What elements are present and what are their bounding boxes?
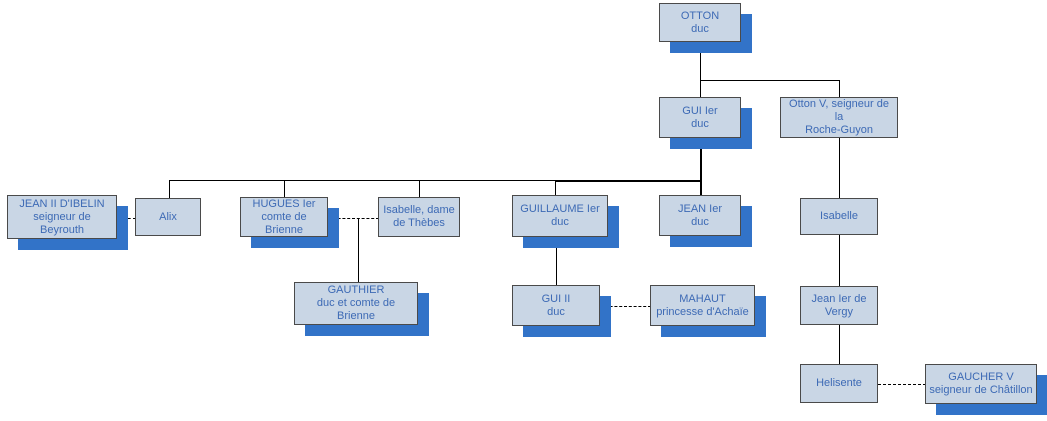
connector-otton-v-to-isabelle [839,138,840,199]
connector-gui-ier-down [700,138,702,196]
connector-otton-down [700,42,701,81]
node-label-otton-v: Otton V, seigneur de la Roche-Guyon [789,98,889,136]
node-label-jean-ii-ibelin: JEAN II D'IBELIN seigneur de Beyrouth [19,197,105,236]
node-isabelle[interactable]: Isabelle [800,198,878,235]
node-label-isabelle: Isabelle [820,210,858,222]
connector-otton-to-gui-ier [700,80,701,98]
node-label-jean-ier-vergy: Jean Ier de Vergy [811,292,867,318]
connector-hugues-marriage-drop [358,218,359,283]
node-hugues-ier[interactable]: HUGUES Ier comte de Brienne [240,197,328,237]
node-label-guillaume-ier: GUILLAUME Ier duc [520,203,600,228]
connector-bus-to-hugues [284,180,285,198]
node-label-gui-ii: GUI II duc [541,292,571,318]
marriage-link-hugues-isabelle [328,218,379,219]
node-label-helisente: Helisente [816,377,862,389]
connector-guillaume-to-gui-ii [556,237,557,286]
node-otton-v[interactable]: Otton V, seigneur de la Roche-Guyon [780,97,898,138]
connector-bus-to-isabelle-thebes [419,180,420,198]
node-label-isabelle-thebes: Isabelle, dame de Thèbes [383,204,455,229]
node-label-otton: OTTON duc [680,9,720,35]
node-jean-ier-vergy[interactable]: Jean Ier de Vergy [800,286,878,325]
node-jean-ier[interactable]: JEAN Ier duc [659,195,741,236]
connector-bus-to-guillaume [555,180,556,196]
connector-bus-to-jean-ier [700,180,701,196]
node-isabelle-thebes[interactable]: Isabelle, dame de Thèbes [378,197,460,237]
node-label-mahaut: MAHAUT princesse d'Achaïe [656,292,749,318]
marriage-link-gui-ii-mahaut [600,306,651,307]
node-gaucher-v[interactable]: GAUCHER V seigneur de Châtillon [925,364,1037,404]
node-jean-ii-ibelin[interactable]: JEAN II D'IBELIN seigneur de Beyrouth [7,195,117,239]
node-label-gauthier: GAUTHIER duc et comte de Brienne [316,284,396,322]
node-gui-ii[interactable]: GUI II duc [512,285,600,326]
node-label-alix: Alix [159,210,177,223]
node-helisente[interactable]: Helisente [800,364,878,403]
node-alix[interactable]: Alix [135,198,201,236]
connector-otton-bus [700,80,840,81]
connector-children-bus-thick [555,180,701,182]
connector-bus-to-alix [169,180,170,199]
node-label-gui-ier: GUI Ier duc [682,104,718,130]
connector-children-bus [169,180,701,181]
node-label-jean-ier: JEAN Ier duc [677,202,722,228]
node-guillaume-ier[interactable]: GUILLAUME Ier duc [512,195,608,237]
connector-vergy-to-helisente [839,325,840,365]
connector-otton-to-otton-v [839,80,840,98]
node-mahaut[interactable]: MAHAUT princesse d'Achaïe [650,285,755,326]
marriage-link-helisente-gaucher [878,384,926,385]
node-label-gaucher-v: GAUCHER V seigneur de Châtillon [929,371,1033,396]
connector-isabelle-to-vergy [839,235,840,287]
node-label-hugues-ier: HUGUES Ier comte de Brienne [252,197,316,236]
node-gauthier[interactable]: GAUTHIER duc et comte de Brienne [294,282,418,325]
node-otton[interactable]: OTTON duc [659,3,741,42]
node-gui-ier[interactable]: GUI Ier duc [659,97,741,138]
